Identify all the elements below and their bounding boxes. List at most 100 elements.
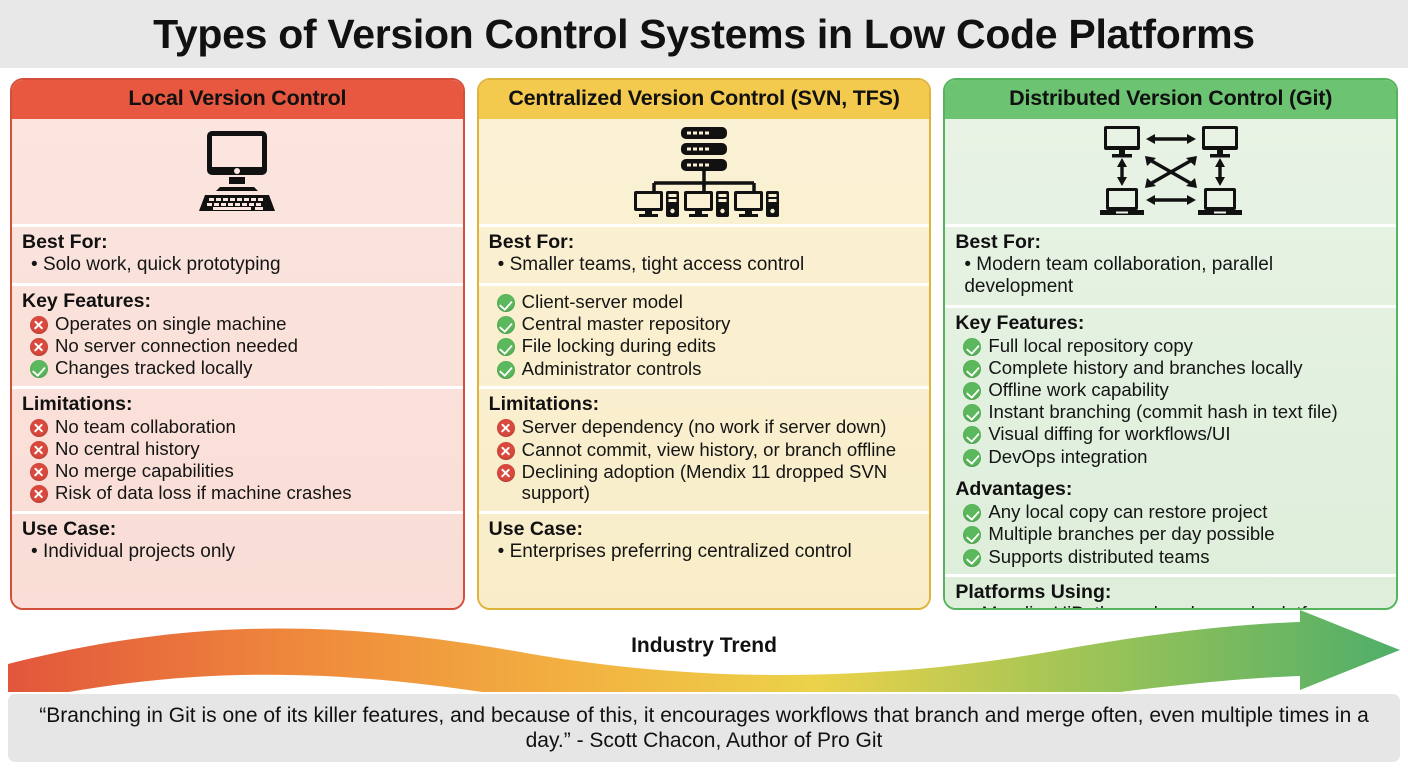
feature-list: Client-server model Central master repos… [489, 291, 920, 379]
list-item: Cannot commit, view history, or branch o… [489, 439, 920, 461]
check-icon [496, 360, 515, 379]
cross-icon [30, 485, 48, 504]
list-item-label: Complete history and branches locally [988, 357, 1303, 379]
section-title: Key Features: [22, 289, 151, 312]
icon-area-distributed [945, 119, 1397, 227]
list-item-label: Offline work capability [988, 379, 1169, 401]
cross-icon [30, 316, 48, 335]
list-item: Offline work capability [955, 379, 1386, 401]
list-item: No server connection needed [22, 335, 453, 357]
icon-area-local [12, 119, 463, 227]
card-body-local: Best For: • Solo work, quick prototyping… [12, 119, 463, 608]
list-item-label: Client-server model [521, 291, 683, 313]
trend-label: Industry Trend [631, 634, 777, 657]
list-item: Any local copy can restore project [955, 501, 1386, 523]
list-item: Administrator controls [489, 358, 920, 380]
card-header-local: Local Version Control [12, 80, 463, 119]
section-title: Use Case: [22, 517, 117, 540]
list-item: Complete history and branches locally [955, 357, 1386, 379]
columns-row: Local Version Control [0, 78, 1408, 610]
bullet-text: Smaller teams, tight access control [509, 253, 805, 275]
section-title: Best For: [955, 231, 1041, 253]
card-header-distributed: Distributed Version Control (Git) [945, 80, 1397, 119]
list-item: Server dependency (no work if server dow… [489, 416, 920, 438]
cross-icon [496, 463, 515, 482]
list-item-label: Multiple branches per day possible [988, 523, 1275, 545]
section-title: Limitations: [22, 392, 133, 415]
list-item-label: Central master repository [521, 313, 731, 335]
check-icon [30, 360, 48, 379]
section-best-for-centralized: Best For: • Smaller teams, tight access … [478, 227, 930, 286]
section-title: Use Case: [488, 517, 583, 540]
bullet-item: • Solo work, quick prototyping [31, 253, 281, 275]
bullet-item: • Smaller teams, tight access control [497, 253, 805, 275]
check-icon [496, 294, 515, 313]
bullet-item: • Modern team collaboration, parallel de… [964, 253, 1274, 297]
list-item: Instant branching (commit hash in text f… [955, 401, 1386, 423]
cross-icon [496, 441, 515, 460]
section-title: Limitations: [488, 393, 600, 416]
list-item-label: Changes tracked locally [55, 357, 253, 379]
list-item: Operates on single machine [22, 313, 453, 335]
card-header-centralized: Centralized Version Control (SVN, TFS) [478, 80, 930, 119]
card-body-distributed: Best For: • Modern team collaboration, p… [945, 119, 1397, 608]
section-platforms-using-distributed: Platforms Using: • Mendix, UiPath, moder… [945, 577, 1396, 608]
section-limitations-local: Limitations: No team collaboration No ce… [12, 389, 463, 514]
server-client-network-icon [634, 126, 779, 217]
section-title: Platforms Using: [955, 581, 1112, 604]
page-title: Types of Version Control Systems in Low … [153, 10, 1255, 57]
feature-list: Operates on single machine No server con… [22, 313, 453, 379]
check-icon [963, 448, 982, 467]
list-item: Declining adoption (Mendix 11 dropped SV… [489, 461, 920, 504]
bullet-text: Individual projects only [42, 540, 236, 562]
section-limitations-centralized: Limitations: Server dependency (no work … [478, 389, 930, 514]
list-item: Risk of data loss if machine crashes [22, 482, 453, 504]
list-item: No team collaboration [22, 416, 453, 438]
section-features-centralized: Client-server model Central master repos… [478, 286, 930, 390]
trend-arrow-shape [8, 610, 1400, 692]
cross-icon [30, 463, 48, 482]
check-icon [963, 360, 982, 379]
list-item: No merge capabilities [22, 460, 453, 482]
section-advantages-distributed: Advantages: Any local copy can restore p… [945, 474, 1397, 578]
list-item-label: Visual diffing for workflows/UI [988, 423, 1231, 445]
section-key-features-distributed: Key Features: Full local repository copy… [945, 308, 1396, 474]
check-icon [963, 404, 982, 423]
list-item-label: Declining adoption (Mendix 11 dropped SV… [521, 460, 888, 504]
desktop-computer-icon [199, 130, 276, 211]
list-item: Client-server model [489, 291, 920, 313]
title-banner: Types of Version Control Systems in Low … [0, 0, 1408, 68]
bullet-item: • Enterprises preferring centralized con… [497, 540, 852, 562]
section-use-case-centralized: Use Case: • Enterprises preferring centr… [479, 514, 930, 608]
feature-list: Full local repository copy Complete hist… [955, 335, 1386, 467]
list-item-label: Cannot commit, view history, or branch o… [521, 438, 897, 460]
section-title: Best For: [488, 231, 575, 253]
card-distributed-version-control: Distributed Version Control (Git) [943, 78, 1399, 610]
list-item-label: Risk of data loss if machine crashes [55, 482, 352, 504]
list-item: File locking during edits [489, 335, 920, 357]
list-item-label: Server dependency (no work if server dow… [521, 416, 887, 438]
list-item-label: Full local repository copy [988, 335, 1193, 357]
bullet-text: Modern team collaboration, parallel deve… [964, 253, 1274, 297]
check-icon [963, 338, 982, 357]
bullet-item: • Individual projects only [31, 540, 236, 562]
list-item: Supports distributed teams [955, 546, 1386, 568]
bullet-text: Enterprises preferring centralized contr… [509, 540, 852, 562]
quote-text: “Branching in Git is one of its killer f… [39, 703, 1369, 752]
list-item-label: DevOps integration [988, 445, 1148, 467]
card-centralized-version-control: Centralized Version Control (SVN, TFS) [476, 78, 932, 610]
list-item: Changes tracked locally [22, 357, 453, 379]
card-body-centralized: Best For: • Smaller teams, tight access … [478, 119, 930, 608]
cross-icon [30, 338, 48, 357]
list-item-label: No merge capabilities [55, 460, 234, 482]
list-item-label: Administrator controls [521, 357, 702, 379]
cross-icon [496, 419, 515, 438]
list-item: DevOps integration [955, 446, 1386, 468]
check-icon [496, 338, 515, 357]
list-item-label: Supports distributed teams [988, 545, 1210, 567]
list-item: No central history [22, 438, 453, 460]
list-item-label: Any local copy can restore project [988, 501, 1268, 523]
section-best-for-local: Best For: • Solo work, quick prototyping [12, 227, 463, 286]
section-key-features-local: Key Features: Operates on single machine… [12, 286, 463, 389]
section-title: Key Features: [955, 311, 1085, 334]
